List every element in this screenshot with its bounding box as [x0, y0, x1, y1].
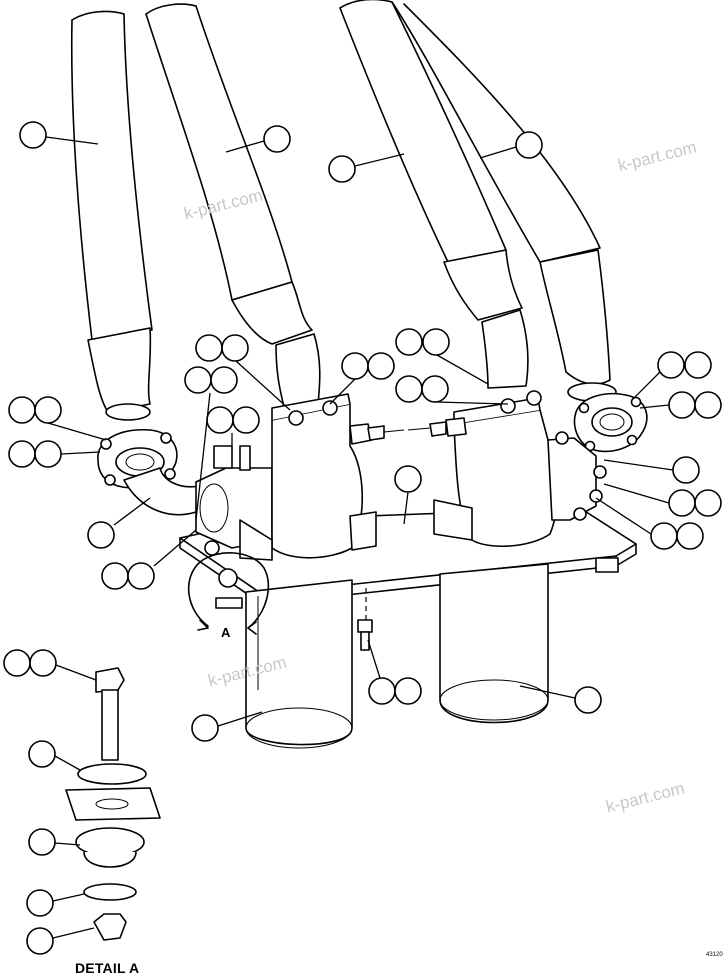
detail-a-label: DETAIL A — [75, 960, 140, 976]
view-a-label: A — [221, 625, 231, 640]
pump-lower-left — [245, 579, 353, 749]
figure-number: 43120 — [706, 952, 723, 958]
hose-left — [70, 10, 153, 421]
detail-a-parts — [65, 667, 161, 941]
hose-right — [391, 1, 617, 402]
pump-lower-right — [439, 563, 549, 724]
pump-head-left — [195, 393, 405, 561]
hose-center-right — [339, 0, 529, 389]
center-bolt — [357, 588, 373, 651]
flange-left — [97, 429, 201, 516]
flange-right — [573, 392, 648, 453]
callout-circles — [3, 121, 722, 955]
detail-a-callout-circle — [187, 552, 270, 635]
pump-head-right — [407, 390, 619, 573]
hose-center-left — [145, 3, 321, 409]
leader-lines — [45, 136, 674, 939]
